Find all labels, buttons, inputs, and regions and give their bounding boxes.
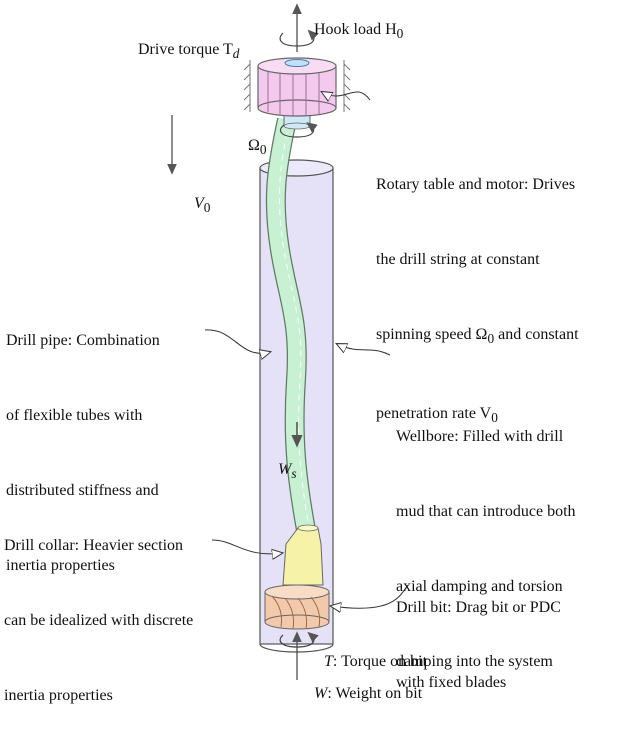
v0-sub: 0 [203, 200, 211, 216]
drill-pipe-line-1: Drill pipe: Combination [6, 332, 160, 349]
rotary-motor [257, 57, 337, 117]
drive-torque-sub: d [232, 46, 240, 62]
rotary-description: Rotary table and motor: Drives the drill… [376, 122, 579, 455]
v0-label: V0 [186, 174, 210, 218]
drive-torque-label: Drive torque Td [130, 20, 239, 64]
drill-bit-line-2: with fixed blades [396, 674, 507, 691]
drill-pipe-line-3: distributed stiffness and [6, 482, 159, 499]
fixture-hatch [243, 60, 351, 112]
omega0-sub: 0 [259, 142, 267, 158]
drill-pipe-line-2: of flexible tubes with [6, 407, 143, 424]
rotary-line-3: spinning speed Ω0 and constant [376, 322, 579, 351]
hook-load-text: Hook load H [314, 21, 397, 38]
hook-load-label: Hook load H0 [306, 0, 403, 44]
rotary-line-2: the drill string at constant [376, 251, 540, 268]
omega0-text: Ω [248, 137, 260, 154]
drill-pipe-line-4: inertia properties [6, 557, 115, 574]
rotary-line-4-sub: 0 [491, 410, 498, 426]
drill-string-diagram [167, 3, 409, 680]
wellbore-line-1: Wellbore: Filled with drill [396, 428, 564, 445]
leader-drill-collar [211, 539, 282, 554]
rotary-line-4-pre: penetration rate V [376, 405, 492, 423]
drill-collar-line-1: Drill collar: Heavier section [4, 537, 184, 554]
wellbore-line-2: mud that can introduce both [396, 503, 576, 520]
ws-text: W [278, 461, 292, 478]
omega-rotation-arrow [279, 122, 318, 138]
drill-pipe-description: Drill pipe: Combination of flexible tube… [6, 278, 160, 603]
torque-on-bit-text: : Torque on bit [332, 653, 428, 670]
ws-sub: s [291, 466, 297, 482]
weight-on-bit-label: W: Weight on bit [306, 664, 422, 704]
leader-lines [204, 92, 409, 608]
torque-on-bit-rotation-arrow [279, 631, 319, 648]
drill-bit-description: Drill bit: Drag bit or PDC with fixed bl… [396, 545, 561, 720]
v0-text: V [194, 195, 204, 212]
leader-drill-pipe [204, 329, 270, 353]
drive-torque-text: Drive torque T [138, 41, 233, 58]
drill-bit-line-1: Drill bit: Drag bit or PDC [396, 599, 561, 616]
rotary-line-3-sub: 0 [487, 331, 495, 347]
drill-collar-line-3: inertia properties [4, 687, 113, 704]
wellbore-line-3: axial damping and torsion [396, 578, 563, 595]
omega0-label: Ω0 [240, 116, 267, 160]
wellbore-line-4: damping into the system [396, 653, 553, 670]
rotary-line-3-post: and constant [494, 326, 579, 343]
leader-wellbore [337, 344, 391, 356]
rotary-line-4: penetration rate V0 [376, 401, 579, 430]
wellbore-description: Wellbore: Filled with drill mud that can… [396, 374, 576, 699]
torque-on-bit-label: T: Torque on bit [316, 632, 427, 672]
leader-rotary [322, 92, 371, 100]
hook-load-sub: 0 [396, 26, 404, 42]
leader-drill-bit [331, 584, 409, 608]
drill-bit-shape [264, 584, 330, 630]
torque-on-bit-symbol: T [324, 653, 333, 670]
rotary-line-3-pre: spinning speed Ω [376, 326, 488, 343]
ws-label: Ws [270, 440, 297, 484]
drill-collar-shape [282, 524, 324, 586]
drill-pipe-shape [265, 117, 316, 532]
rotary-line-1: Rotary table and motor: Drives [376, 176, 576, 193]
drive-torque-rotation-arrow [279, 29, 319, 47]
drill-collar-line-2: can be idealized with discrete [4, 612, 194, 629]
drill-collar-description: Drill collar: Heavier section can be ide… [4, 483, 193, 733]
